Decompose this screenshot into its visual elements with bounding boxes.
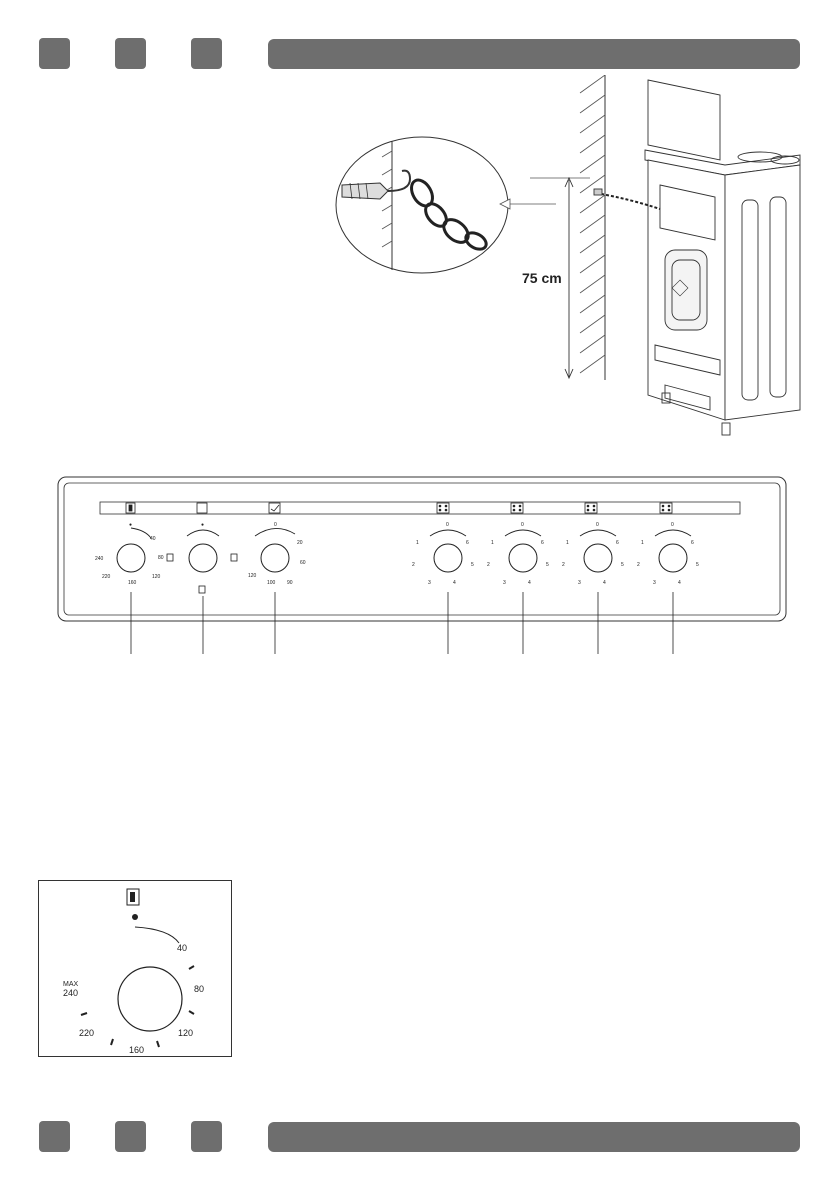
svg-text:0: 0 — [521, 522, 524, 528]
svg-text:220: 220 — [102, 574, 111, 580]
svg-text:100: 100 — [267, 580, 276, 586]
svg-text:3: 3 — [503, 580, 506, 586]
hob4-knob[interactable] — [658, 543, 688, 573]
hob4-strip-icon — [659, 502, 673, 514]
header-square-2 — [115, 38, 146, 69]
footer-square-3 — [191, 1121, 222, 1152]
thermostat-strip-icon — [125, 502, 136, 514]
svg-text:6: 6 — [691, 540, 694, 546]
svg-text:6: 6 — [466, 540, 469, 546]
svg-text:90: 90 — [287, 580, 293, 586]
svg-text:1: 1 — [641, 540, 644, 546]
footer-bar — [268, 1122, 800, 1152]
svg-text:40: 40 — [150, 536, 156, 542]
thermostat-knob[interactable] — [116, 543, 146, 573]
hob2-strip-icon — [510, 502, 524, 514]
svg-text:●: ● — [201, 522, 204, 528]
distance-label: 75 cm — [522, 270, 562, 286]
svg-text:2: 2 — [487, 562, 490, 568]
header-square-3 — [191, 38, 222, 69]
display-strip — [99, 501, 741, 515]
hob3-knob[interactable] — [583, 543, 613, 573]
thermostat-dial-drawing — [80, 888, 195, 1048]
hob3-strip-icon — [584, 502, 598, 514]
svg-text:240: 240 — [95, 556, 104, 562]
max-value: 240 — [63, 988, 79, 998]
svg-text:2: 2 — [637, 562, 640, 568]
svg-text:4: 4 — [453, 580, 456, 586]
svg-text:3: 3 — [653, 580, 656, 586]
header-square-1 — [39, 38, 70, 69]
svg-text:0: 0 — [274, 522, 277, 528]
svg-text:5: 5 — [471, 562, 474, 568]
svg-text:6: 6 — [541, 540, 544, 546]
svg-text:80: 80 — [158, 555, 164, 561]
svg-text:1: 1 — [566, 540, 569, 546]
off-position-dot — [132, 914, 138, 920]
svg-text:1: 1 — [491, 540, 494, 546]
svg-text:120: 120 — [152, 574, 161, 580]
cooker-rear-view — [593, 79, 801, 436]
thermostat-knob-large[interactable] — [117, 966, 183, 1032]
timer-knob[interactable] — [260, 543, 290, 573]
svg-text:0: 0 — [671, 522, 674, 528]
hob2-knob[interactable] — [508, 543, 538, 573]
function-knob[interactable] — [188, 543, 218, 573]
svg-text:0: 0 — [596, 522, 599, 528]
svg-text:0: 0 — [446, 522, 449, 528]
svg-text:2: 2 — [412, 562, 415, 568]
anti-tip-installation-illustration — [335, 75, 801, 436]
wall — [579, 75, 606, 380]
svg-text:4: 4 — [528, 580, 531, 586]
panel-inner-frame — [63, 482, 781, 616]
timer-strip-icon — [268, 502, 281, 514]
hob1-knob[interactable] — [433, 543, 463, 573]
temp-label-40: 40 — [177, 943, 188, 953]
svg-text:6: 6 — [616, 540, 619, 546]
svg-text:3: 3 — [428, 580, 431, 586]
footer-square-1 — [39, 1121, 70, 1152]
height-dimension — [530, 176, 590, 380]
svg-text:60: 60 — [300, 560, 306, 566]
temp-label-220: 220 — [79, 1028, 95, 1038]
svg-text:4: 4 — [603, 580, 606, 586]
chain-detail-magnifier — [335, 136, 556, 274]
temp-label-80: 80 — [194, 984, 205, 994]
svg-text:20: 20 — [297, 540, 303, 546]
svg-text:120: 120 — [248, 573, 257, 579]
temp-label-160: 160 — [129, 1045, 145, 1055]
thermostat-icon — [126, 888, 140, 906]
svg-text:5: 5 — [696, 562, 699, 568]
svg-text:160: 160 — [128, 580, 137, 586]
max-text: MAX — [63, 981, 79, 988]
svg-text:5: 5 — [621, 562, 624, 568]
svg-text:4: 4 — [678, 580, 681, 586]
svg-text:2: 2 — [562, 562, 565, 568]
svg-text:1: 1 — [416, 540, 419, 546]
svg-text:3: 3 — [578, 580, 581, 586]
temp-label-120: 120 — [178, 1028, 194, 1038]
thermostat-knob-detail: 40 80 120 160 220 MAX 240 — [38, 880, 232, 1057]
svg-text:5: 5 — [546, 562, 549, 568]
panel-outer-frame — [57, 476, 787, 622]
function-strip-icon — [196, 502, 208, 514]
temp-label-max: MAX 240 — [63, 981, 79, 998]
footer-square-2 — [115, 1121, 146, 1152]
hob1-strip-icon — [436, 502, 450, 514]
header-bar — [268, 39, 800, 69]
svg-text:●: ● — [129, 522, 132, 528]
